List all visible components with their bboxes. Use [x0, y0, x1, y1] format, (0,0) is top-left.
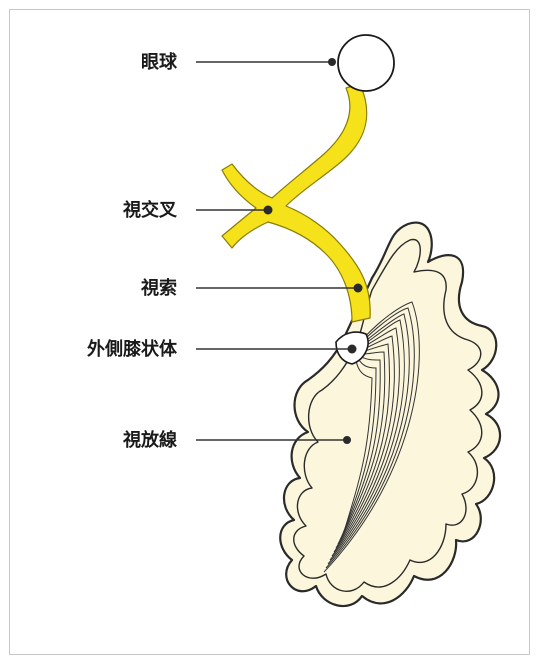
dot-tract: [354, 284, 363, 293]
label-lgn: 外側膝状体: [87, 338, 178, 360]
optic-pathway: [222, 84, 370, 322]
eyeball-circle: [338, 35, 394, 91]
label-eyeball: 眼球: [141, 52, 178, 73]
dot-chiasm: [264, 206, 273, 215]
dot-radiation: [343, 436, 351, 444]
label-optic-radiation: 視放線: [122, 429, 177, 451]
label-optic-chiasm: 視交叉: [122, 199, 178, 221]
cerebral-cortex: [280, 223, 500, 606]
dot-lgn: [348, 345, 357, 354]
dot-eyeball: [328, 58, 336, 66]
label-optic-tract: 視索: [140, 277, 177, 299]
